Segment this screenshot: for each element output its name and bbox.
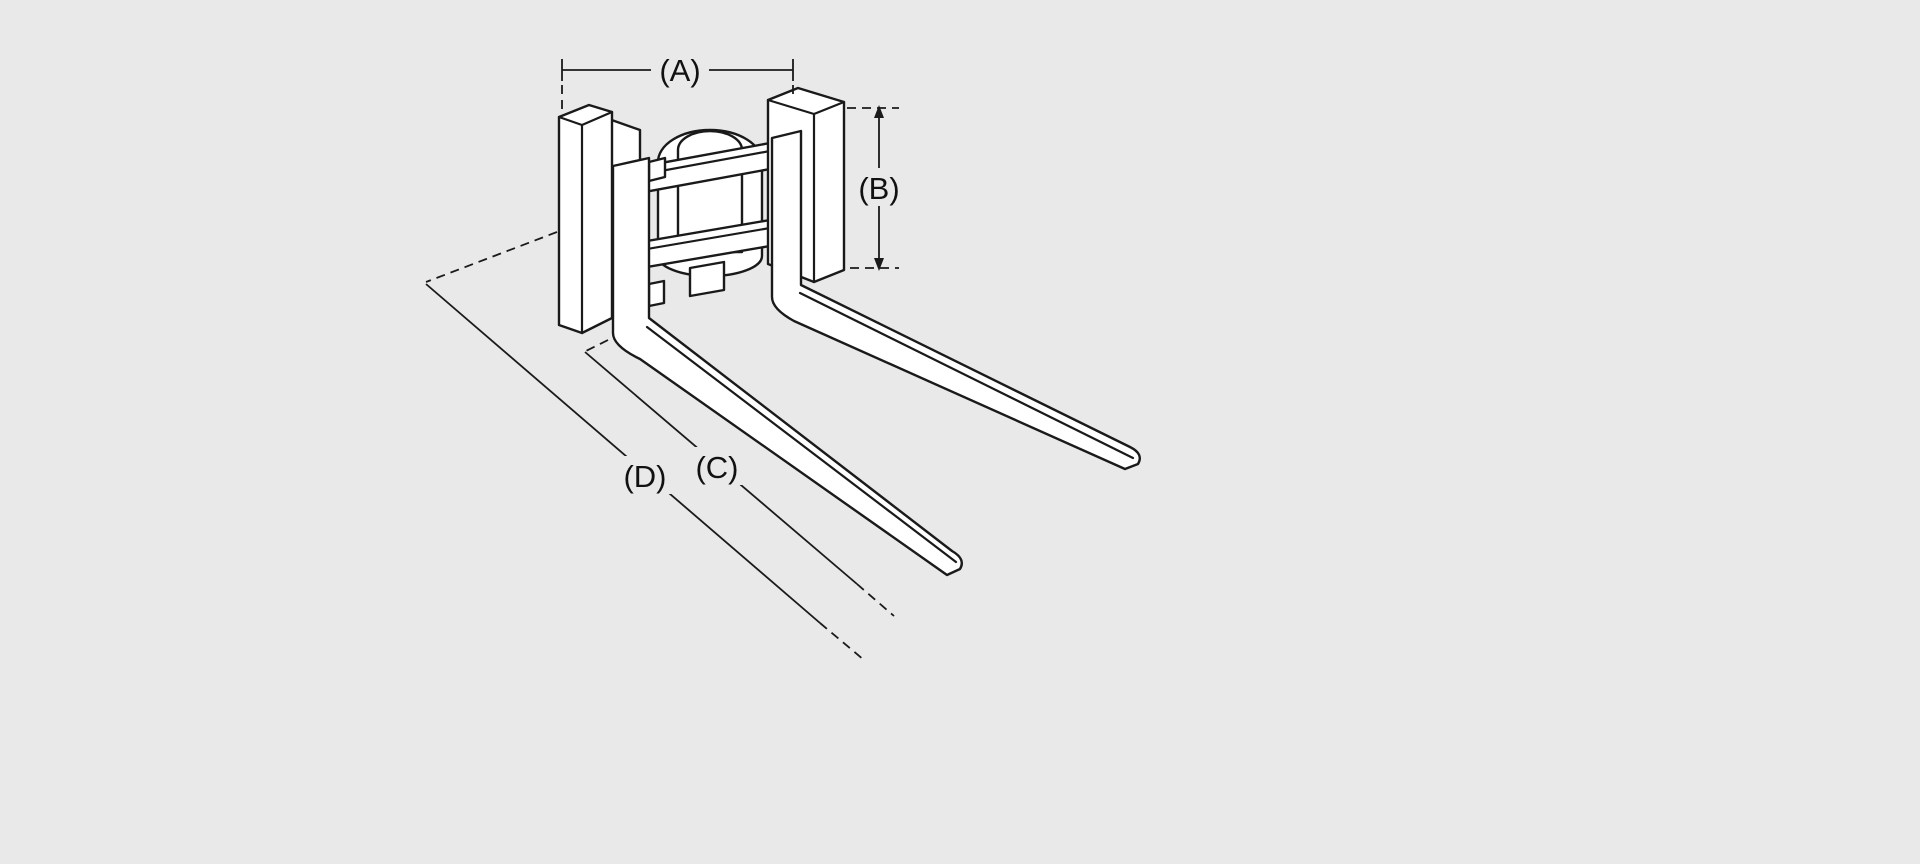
dimension-d-line (425, 283, 821, 624)
right-fork-tine (770, 129, 1141, 471)
dimension-a: (A) (561, 52, 794, 113)
fork-attachment-drawing (557, 86, 1141, 577)
right-fork-blade-edge (798, 291, 1135, 460)
left-fork-bottom-hook (647, 279, 666, 308)
carriage-left-plate (557, 103, 614, 335)
dimension-c-extension-start (585, 339, 609, 352)
dimension-b: (B) (847, 105, 908, 271)
dimension-d-label: (D) (623, 459, 666, 494)
dimension-a-label-background (651, 52, 709, 88)
dimension-a-extension-lines (561, 85, 794, 113)
dimension-b-extension-lines (847, 107, 899, 269)
dimension-a-end-ticks (561, 59, 794, 81)
dimension-d-extension-end (819, 622, 865, 661)
dimension-b-label-background (850, 168, 908, 206)
dimension-a-label: (A) (659, 53, 700, 88)
dimension-c: (C) (584, 339, 895, 617)
dimension-d-extension-start (425, 231, 558, 283)
carriage-right-plate-edges (766, 98, 846, 284)
dimension-d: (D) (425, 231, 865, 661)
left-fork-blade-edge (645, 325, 958, 564)
dimension-c-label-background (688, 447, 746, 485)
dimension-c-label: (C) (695, 450, 738, 485)
bottom-bracket (688, 260, 726, 298)
left-fork-top-hook (647, 156, 667, 183)
dimension-b-label: (B) (858, 171, 899, 206)
left-fork-tine (611, 156, 963, 577)
dimension-c-extension-end (856, 583, 895, 617)
dimension-d-label-background (616, 456, 674, 494)
carriage-left-plate-edges (557, 110, 614, 335)
